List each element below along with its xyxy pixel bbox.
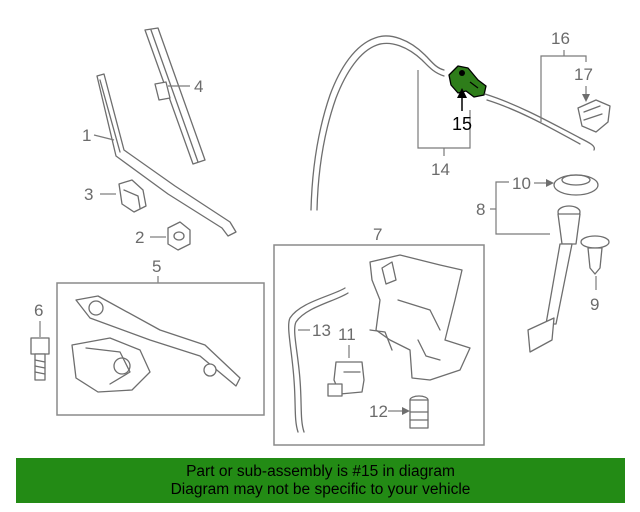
callout-6: 6 [34,301,43,320]
callout-3: 3 [84,185,93,204]
callout-8: 8 [476,200,485,219]
info-banner: Part or sub-assembly is #15 in diagram D… [16,458,625,503]
callout-13: 13 [312,321,331,340]
callout-9: 9 [590,295,599,314]
wiper-motor-linkage [71,295,241,393]
callout-4: 4 [194,77,203,96]
callout-15: 15 [452,114,472,134]
callout-16: 16 [551,29,570,48]
banner-line-1: Part or sub-assembly is #15 in diagram [186,462,455,480]
wiper-blade [144,27,206,165]
washer-reservoir [369,254,471,381]
callout-1: 1 [82,126,91,145]
callout-7: 7 [373,225,382,244]
washer-pump [327,361,365,397]
washer-hose [310,35,445,211]
parts-diagram: 4 1 3 2 5 6 14 [30,27,611,446]
washer-nozzle [577,99,611,133]
banner-line-2: Diagram may not be specific to your vehi… [170,480,471,498]
callout-box-7 [273,244,485,446]
callout-5: 5 [152,257,161,276]
clip [580,235,610,275]
grommet [409,395,429,429]
callout-14: 14 [431,160,450,179]
bolt [30,337,50,381]
filler-neck [527,205,581,353]
reservoir-cap [553,174,599,196]
arm-cap [118,179,147,213]
callout-12: 12 [369,402,388,421]
callout-17: 17 [574,65,593,84]
callout-10: 10 [512,174,531,193]
callout-2: 2 [135,228,144,247]
nozzle-hose [484,93,596,151]
callout-box-5 [56,282,265,416]
wiper-arm [96,73,237,237]
hose-joint-highlighted [448,65,487,98]
arm-nut [167,221,191,251]
reservoir-hose [288,287,349,433]
callout-11: 11 [338,325,356,344]
